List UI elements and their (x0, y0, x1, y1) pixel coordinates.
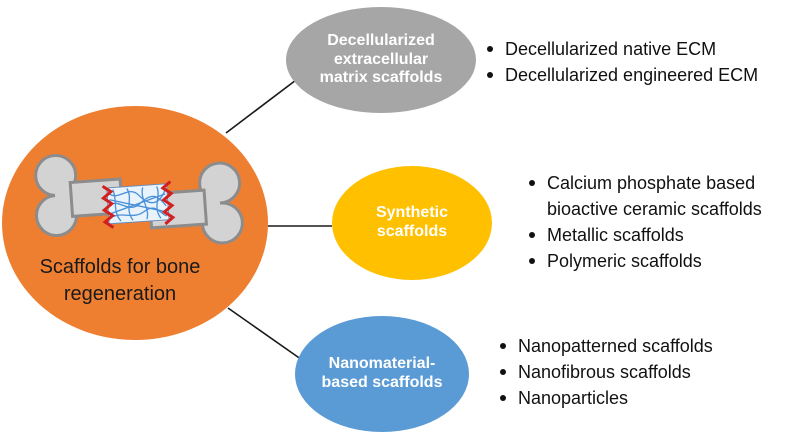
list-item: Nanopatterned scaffolds (496, 333, 713, 359)
list-item-text: Calcium phosphate based (547, 173, 756, 193)
nanomaterial-title-line-1: Nanomaterial- (328, 355, 436, 373)
main-label-line-1: Scaffolds for bone (39, 256, 201, 278)
decellularized-title-line-2: extracellular (333, 50, 429, 68)
decellularized-title-line-1: Decellularized (327, 31, 435, 49)
list-item-text: Nanopatterned scaffolds (518, 336, 713, 356)
nanomaterial-node-ellipse (295, 316, 469, 432)
decellularized-node-ellipse (286, 7, 476, 113)
bone-scaffold-icon (34, 153, 244, 245)
synthetic-node-ellipse (332, 166, 492, 280)
synthetic-title-line-2: scaffolds (376, 223, 448, 240)
main-label-line-2: regeneration (63, 283, 177, 305)
list-item-text: Nanoparticles (518, 388, 629, 409)
decellularized-node-title: Decellularized extracellular matrix scaf… (291, 14, 471, 106)
synthetic-title-line-1: Synthetic (375, 204, 448, 222)
list-item: Nanofibrous scaffolds (496, 359, 713, 385)
nanomaterial-node-title: Nanomaterial- based scaffolds (302, 340, 462, 408)
list-item-text: Polymeric scaffolds (547, 251, 702, 272)
decellularized-title-line-3: matrix scaffolds (319, 69, 443, 87)
synthetic-node-title: Synthetic scaffolds (342, 190, 482, 256)
nanomaterial-title-line-2: based scaffolds (321, 374, 443, 391)
list-item: Decellularized engineered ECM (483, 62, 758, 88)
nanomaterial-item-list: Nanopatterned scaffolds Nanofibrous scaf… (496, 333, 713, 411)
list-item-text: Nanofibrous scaffolds (518, 362, 691, 383)
connector-nanomaterial (227, 307, 306, 363)
list-item: Polymeric scaffolds (525, 248, 762, 274)
list-item: Nanoparticles (496, 385, 713, 411)
synthetic-item-list: Calcium phosphate based bioactive cerami… (525, 170, 762, 274)
connector-decellularized (225, 76, 301, 134)
decellularized-item-list: Decellularized native ECM Decellularized… (483, 36, 758, 88)
list-item-text: Decellularized engineered ECM (505, 65, 759, 86)
list-item-text: bioactive ceramic scaffolds (547, 199, 762, 220)
main-node-label: Scaffolds for bone regeneration (20, 254, 220, 308)
list-item: Metallic scaffolds (525, 222, 762, 248)
list-item: Calcium phosphate based bioactive cerami… (525, 170, 762, 222)
list-item-text: Decellularized native ECM (505, 39, 717, 59)
list-item-text: Metallic scaffolds (547, 225, 684, 246)
list-item: Decellularized native ECM (483, 36, 758, 62)
